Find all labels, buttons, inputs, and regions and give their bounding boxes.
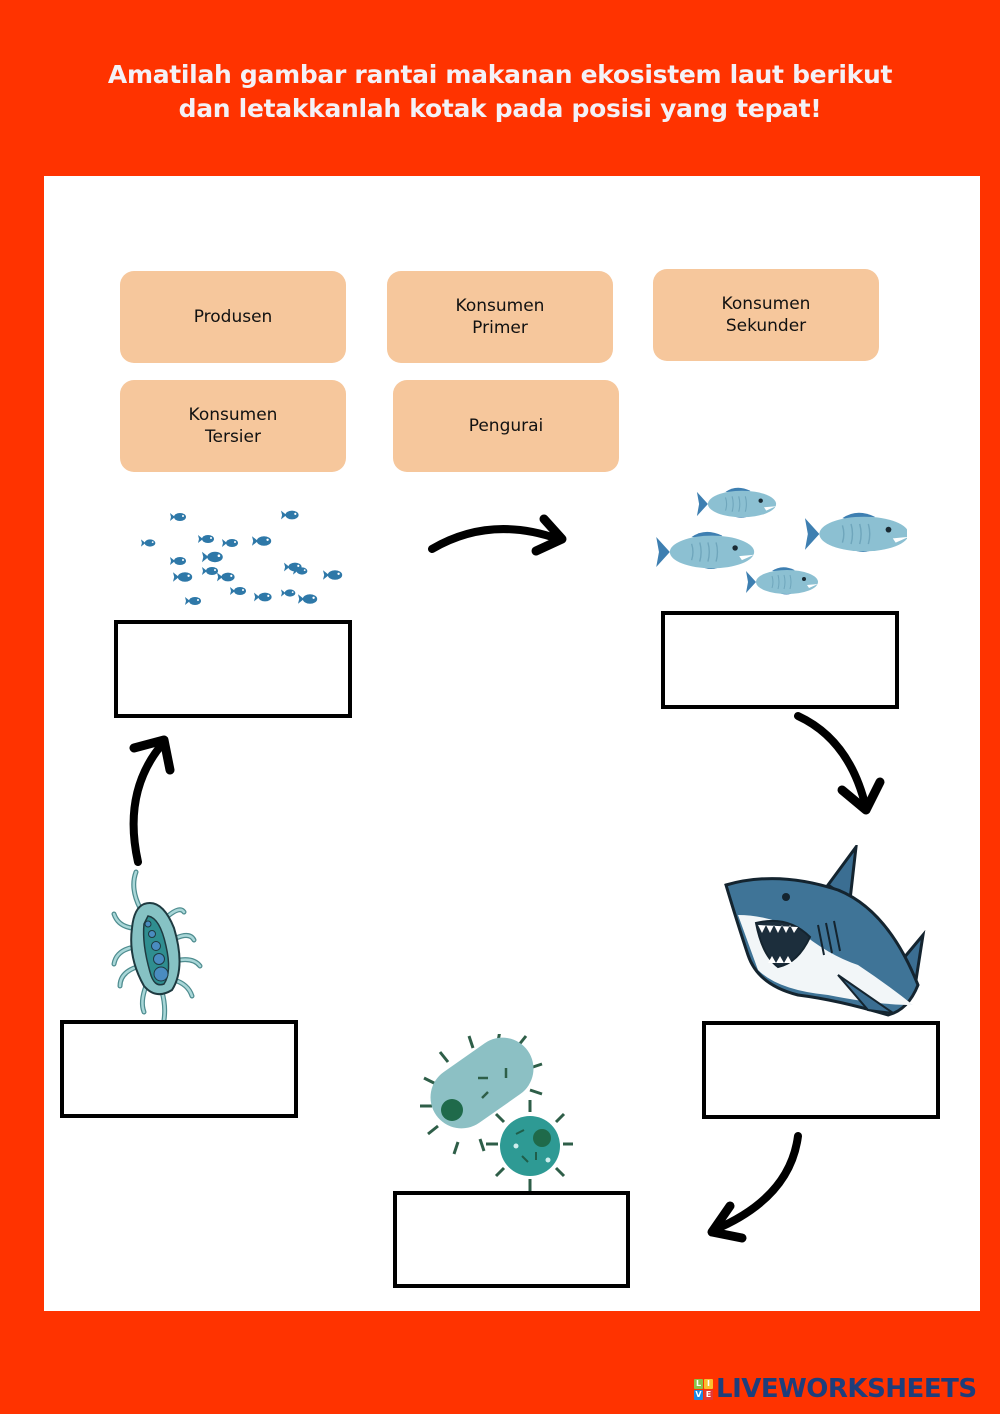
plankton-fish [230,587,246,595]
plankton-fish [298,594,318,604]
badge-letter: V [694,1389,703,1400]
plankton-fish [185,597,201,605]
plankton-fish [202,567,218,575]
chip-konsumen-primer[interactable]: Konsumen Primer [387,271,613,363]
live-badge-icon: L I V E [694,1378,713,1400]
instruction-title: Amatilah gambar rantai makanan ekosistem… [107,60,893,123]
drop-box-small-fish[interactable] [661,611,899,709]
arrow-fish-to-shark [794,712,885,815]
fish-school-icon [655,487,907,595]
drop-box-microorganism[interactable] [60,1020,298,1118]
chip-produsen[interactable]: Produsen [120,271,346,363]
plankton-fish [293,567,308,575]
microbe-icon [111,869,203,1023]
chip-konsumen-tersier[interactable]: Konsumen Tersier [120,380,346,472]
plankton-fish [222,539,238,547]
badge-letter: I [704,1378,713,1389]
drop-box-bacteria[interactable] [393,1191,630,1288]
plankton-fish [170,513,186,521]
bacteria-icon [420,1034,573,1193]
plankton-fish [173,572,193,582]
chip-pengurai[interactable]: Pengurai [393,380,619,472]
arrow-plankton-to-fish [428,514,567,556]
plankton-fish [217,572,235,582]
badge-letter: L [694,1378,703,1389]
plankton-fish [198,535,214,543]
badge-letter: E [704,1389,713,1400]
brand-name: LIVEWORKSHEETS [716,1374,977,1404]
arrow-microbe-to-plankton [129,735,175,866]
worksheet-panel [44,176,980,1311]
plankton-fish [141,539,156,547]
plankton-icon [141,510,343,605]
shark-icon [724,845,926,1017]
drop-box-shark[interactable] [702,1021,940,1119]
chip-konsumen-sekunder[interactable]: Konsumen Sekunder [653,269,879,361]
plankton-fish [254,592,272,602]
drop-box-plankton[interactable] [114,620,352,718]
plankton-fish [170,557,186,565]
plankton-fish [252,536,272,546]
liveworksheets-logo: L I V E LIVEWORKSHEETS [694,1374,977,1404]
plankton-fish [281,510,299,520]
plankton-fish [202,551,223,563]
plankton-fish [281,589,296,597]
plankton-fish [323,570,343,580]
arrow-shark-to-bacteria [707,1132,802,1243]
